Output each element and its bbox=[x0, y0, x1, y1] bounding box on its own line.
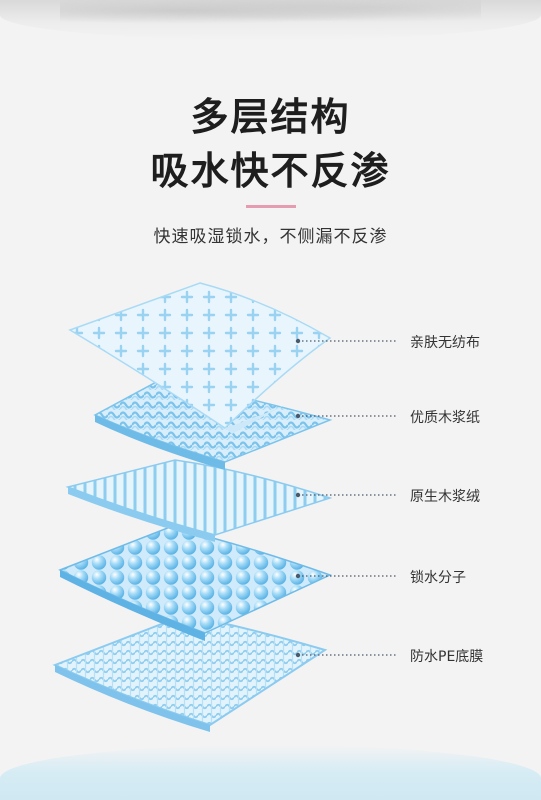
layer-nonwoven bbox=[68, 282, 332, 434]
layer-label-pulp-paper: 优质木浆纸 bbox=[410, 410, 480, 426]
layer-lock-molecules bbox=[58, 526, 332, 641]
leader-lines bbox=[298, 340, 398, 656]
leader-dots bbox=[295, 338, 301, 658]
layer-label-lock-molecules: 锁水分子 bbox=[410, 570, 466, 586]
pink-divider bbox=[246, 205, 296, 208]
product-photo-strip bbox=[0, 0, 541, 40]
layer-pulp-fluff bbox=[65, 459, 333, 542]
layer-label-nonwoven: 亲肤无纺布 bbox=[410, 335, 480, 351]
layer-label-pe-film: 防水PE底膜 bbox=[410, 649, 484, 665]
layer-label-pulp-fluff: 原生木浆绒 bbox=[410, 489, 480, 505]
heading-line-2: 吸水快不反渗 bbox=[150, 149, 391, 193]
bottom-blue-band bbox=[0, 745, 541, 800]
heading-line-1: 多层结构 bbox=[190, 95, 351, 139]
subtitle: 快速吸湿锁水，不侧漏不反渗 bbox=[153, 227, 388, 247]
